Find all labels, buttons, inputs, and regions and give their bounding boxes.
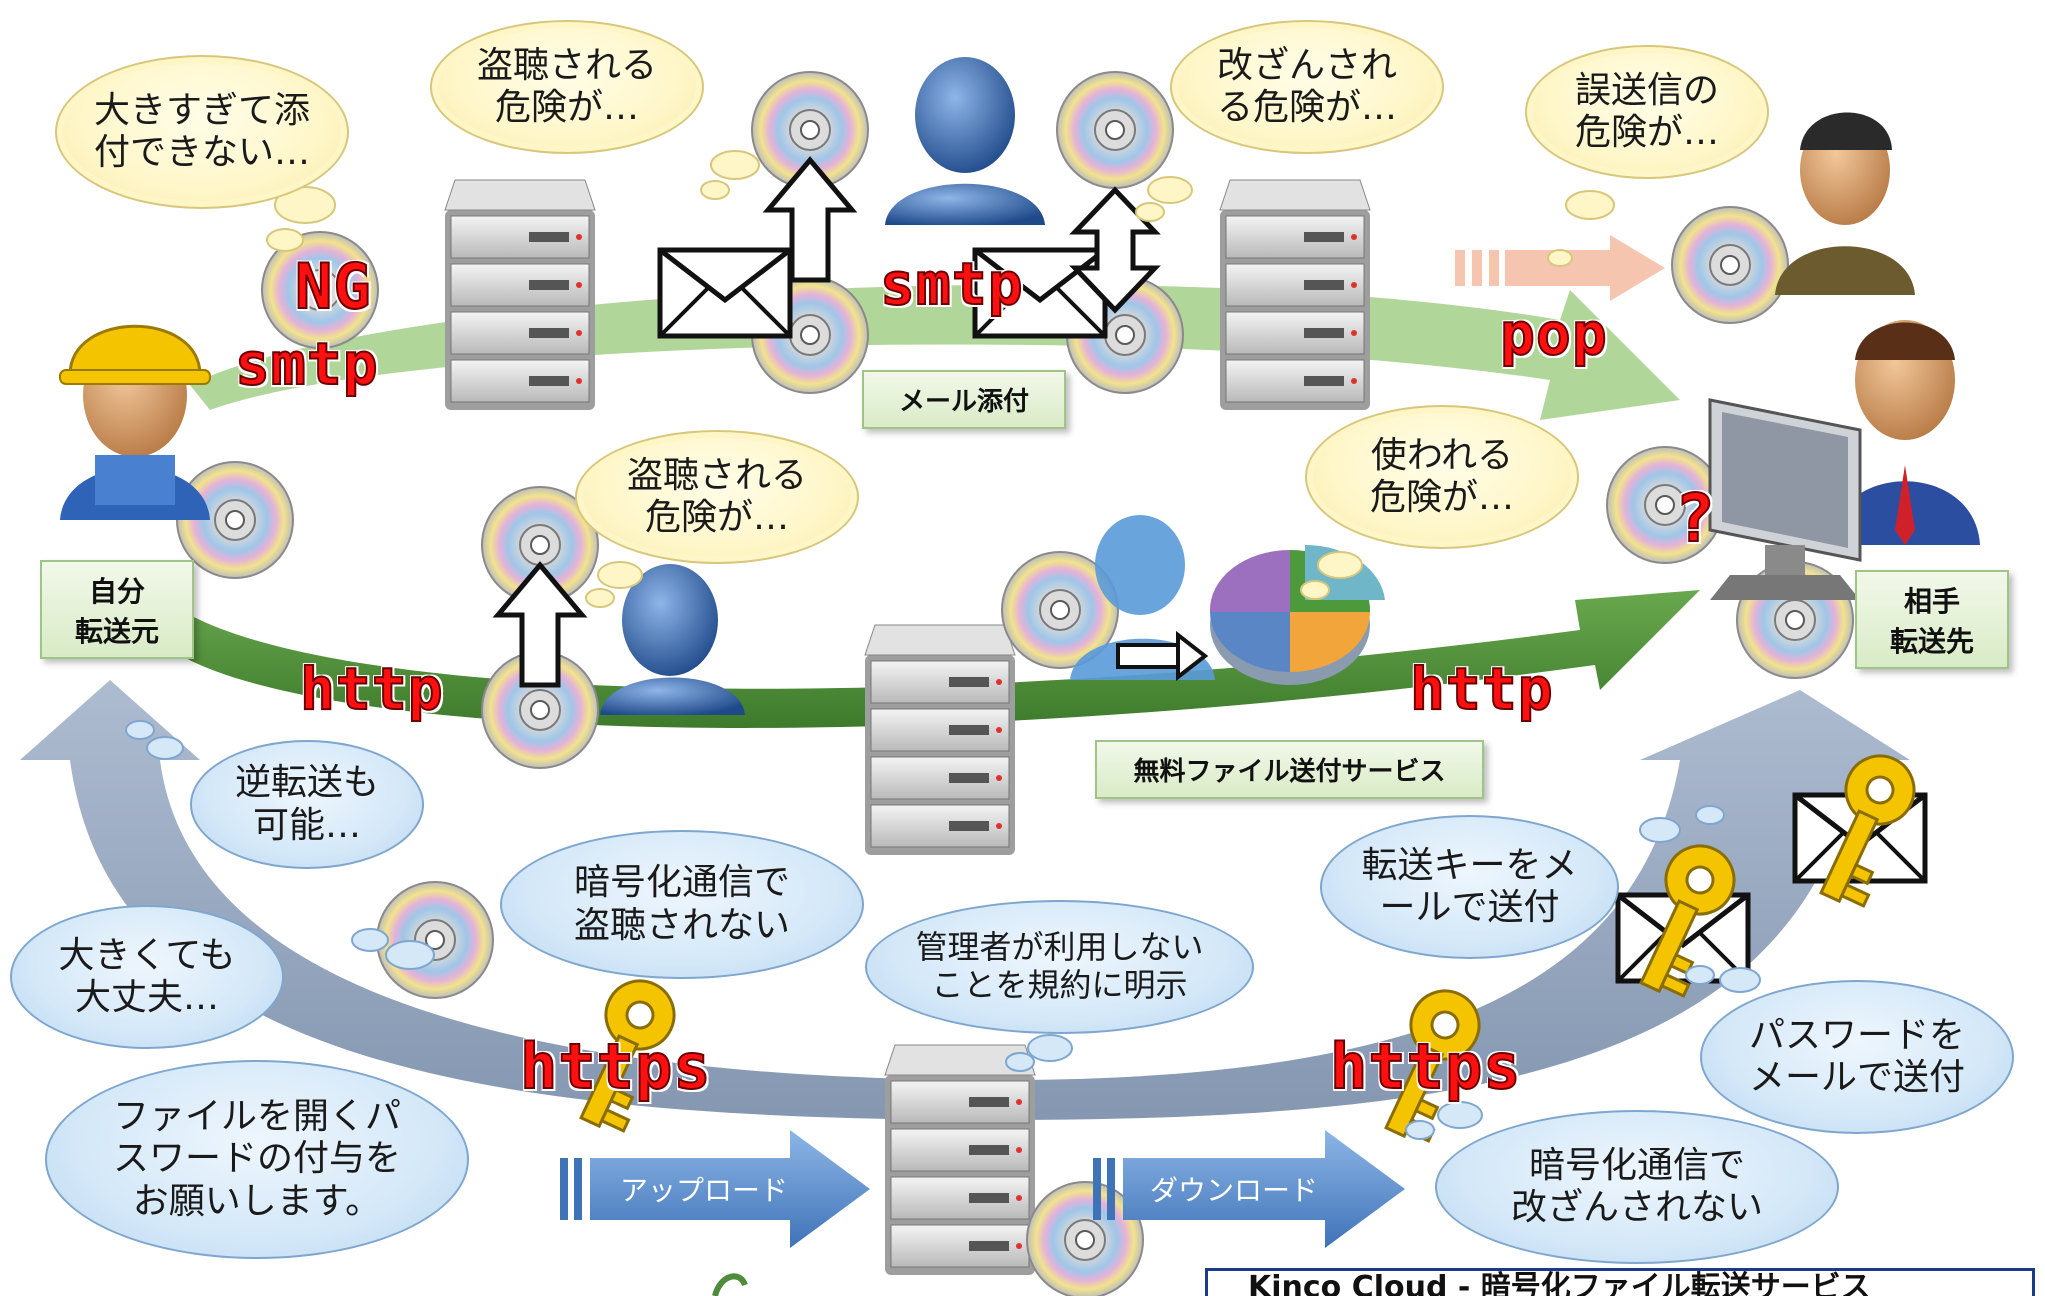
thought-eavesdrop-mid: 盗聴される 危険が… (575, 430, 859, 564)
sender-label-line1: 自分 (88, 574, 145, 608)
thought-tamper-top: 改ざんされ る危険が… (1170, 20, 1444, 154)
cloud-encrypt-no-tamper: 暗号化通信で 改ざんされない (1435, 1110, 1839, 1264)
download-arrow-label: ダウンロード (1150, 1174, 1319, 1207)
cloud-admin-policy: 管理者が利用しない ことを規約に明示 (865, 900, 1254, 1034)
recipient-pc-icon (1708, 398, 1862, 600)
upload-arrow-label: アップロード (620, 1174, 789, 1207)
logo-leaf-icon (712, 1273, 748, 1296)
thought-too-big: 大きすぎて添 付できない… (55, 55, 349, 209)
smtp-label-left: smtp (234, 329, 379, 399)
cd-icon (1671, 206, 1789, 324)
upload-arrow (560, 1130, 870, 1248)
eavesdropper-person-icon (600, 564, 745, 715)
recipient-person-icon (1830, 320, 1980, 545)
thought-missend: 誤送信の 危険が… (1525, 45, 1769, 179)
http-label-right: http (1409, 654, 1554, 724)
kinco-server (884, 1044, 1036, 1276)
free-service-server (864, 624, 1016, 856)
mail-attach-label: メール添付 (862, 370, 1066, 429)
cloud-password-by-mail: パスワードを メールで送付 (1700, 980, 2014, 1134)
mail-envelope-icon (660, 250, 790, 336)
https-label-left: https (519, 1029, 712, 1104)
sender-label: 自分 転送元 (40, 560, 194, 659)
ng-label: NG (294, 249, 372, 324)
unknown-file-mark: ? (1674, 479, 1716, 558)
smtp-server-left (444, 179, 596, 411)
http-label-left: http (299, 654, 444, 724)
service-operator-icon (1070, 515, 1215, 682)
wrong-recipient-person-icon (1775, 112, 1915, 295)
tamper-updown-arrow-icon (1069, 186, 1161, 314)
sender-label-line2: 転送元 (74, 614, 159, 648)
receiver-label-line1: 相手 (1903, 584, 1960, 618)
eavesdropper-person-icon (885, 57, 1045, 225)
thought-dots (266, 150, 1615, 608)
thought-used: 使われる 危険が… (1305, 405, 1579, 549)
download-arrow (1093, 1130, 1405, 1248)
cd-icon (1056, 71, 1174, 189)
sender-person-icon (59, 324, 211, 520)
cloud-key-by-mail: 転送キーをメ ールで送付 (1320, 815, 1619, 959)
https-label-right: https (1329, 1029, 1522, 1104)
receiver-label: 相手 転送先 (1855, 570, 2009, 669)
missend-arrow (1455, 235, 1665, 301)
cloud-dots (125, 720, 1761, 1140)
cloud-password-request: ファイルを開くパ スワードの付与を お願いします。 (45, 1060, 469, 1259)
smtp-pop-server-right (1219, 179, 1371, 411)
receiver-label-line2: 転送先 (1889, 624, 1974, 658)
smtp-label-mid: smtp (879, 249, 1024, 319)
cloud-reverse-transfer: 逆転送も 可能… (190, 740, 424, 869)
pop-label: pop (1499, 299, 1608, 369)
cloud-big-ok: 大きくても 大丈夫… (10, 905, 284, 1049)
service-title-banner: Kinco Cloud - 暗号化ファイル転送サービス (1205, 1268, 2035, 1296)
cloud-encrypt-no-eavesdrop: 暗号化通信で 盗聴されない (500, 830, 864, 979)
cd-icon (376, 881, 494, 999)
free-service-label: 無料ファイル送付サービス (1095, 740, 1484, 799)
thought-eavesdrop-top: 盗聴される 危険が… (430, 20, 704, 154)
